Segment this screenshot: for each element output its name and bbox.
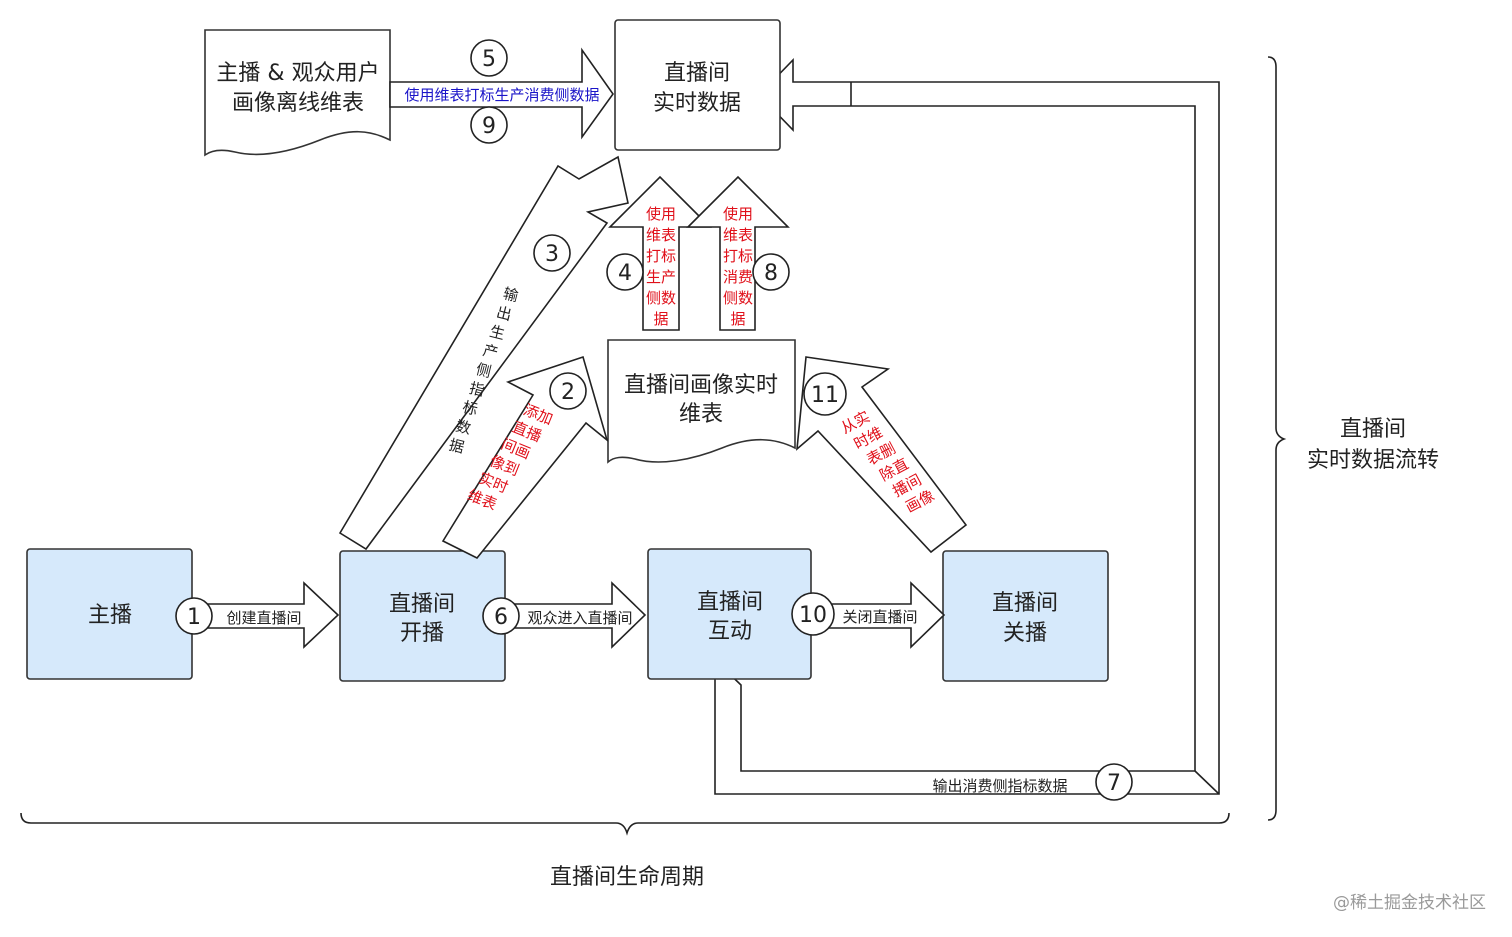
lifecycle-label: 直播间生命周期: [550, 865, 704, 890]
profile-table-label-1: 主播 & 观众用户: [216, 61, 379, 86]
step7-corner-line: [1194, 770, 1220, 795]
svg-text:侧数: 侧数: [646, 289, 676, 307]
step10-label: 关闭直播间: [842, 608, 917, 626]
svg-text:5: 5: [482, 47, 496, 72]
step9-badge: 9: [470, 106, 508, 144]
svg-text:维表: 维表: [723, 226, 753, 244]
room-profile-label-2: 维表: [679, 402, 723, 427]
svg-text:11: 11: [811, 383, 839, 408]
step3-badge: 3: [533, 234, 571, 272]
svg-text:2: 2: [561, 380, 575, 405]
step7-label: 输出消费侧指标数据: [932, 777, 1067, 795]
svg-text:8: 8: [764, 261, 778, 286]
room-close-node: [942, 550, 1109, 682]
step4-arrow: [608, 175, 712, 331]
room-close-label-2: 关播: [1003, 621, 1047, 646]
svg-text:使用: 使用: [646, 205, 676, 223]
profile-table-document: [204, 29, 391, 157]
svg-text:7: 7: [1107, 771, 1121, 796]
realtime-data-label-2: 实时数据: [653, 91, 741, 116]
step11-label: 从实 时维 表删 除直 播间 画像: [838, 407, 938, 516]
svg-text:6: 6: [494, 605, 508, 630]
step6-arrow: [505, 581, 647, 649]
svg-text:指: 指: [467, 379, 486, 400]
svg-text:打标: 打标: [723, 247, 753, 265]
step6-badge: 6: [482, 597, 520, 635]
step2-label: 添加 直播 间画 像到 实时 维表: [465, 401, 556, 514]
step3-label: 输 出 生 产 侧 指 标 数 据: [447, 284, 520, 457]
step6-label: 观众进入直播间: [527, 609, 632, 627]
watermark: @稀土掘金技术社区: [1333, 893, 1486, 913]
step1-badge: 1: [175, 597, 213, 635]
anchor-node-label: 主播: [88, 603, 132, 628]
svg-text:数: 数: [454, 417, 473, 438]
step7-badge: 7: [1095, 763, 1133, 801]
svg-text:据: 据: [653, 310, 668, 328]
room-open-label-2: 开播: [400, 621, 444, 646]
svg-text:9: 9: [482, 114, 496, 139]
step8-label: 使用 维表 打标 消费 侧数 据: [723, 205, 753, 328]
flow-label-1: 直播间: [1340, 417, 1406, 442]
step4-label: 使用 维表 打标 生产 侧数 据: [646, 205, 676, 328]
svg-text:输: 输: [501, 284, 520, 305]
step4-badge: 4: [606, 253, 644, 291]
room-close-label-1: 直播间: [992, 591, 1058, 616]
realtime-data-label-1: 直播间: [664, 61, 730, 86]
svg-text:生: 生: [488, 322, 507, 343]
svg-text:1: 1: [187, 605, 201, 630]
room-open-label-1: 直播间: [389, 592, 455, 617]
step1-arrow: [192, 581, 340, 649]
step1-label: 创建直播间: [226, 609, 301, 627]
svg-text:据: 据: [447, 436, 466, 457]
svg-text:4: 4: [618, 261, 632, 286]
room-profile-label-1: 直播间画像实时: [624, 373, 778, 398]
svg-text:侧: 侧: [474, 360, 493, 381]
svg-text:侧数: 侧数: [723, 289, 753, 307]
room-profile-document: [607, 339, 796, 464]
step5-badge: 5: [470, 39, 508, 77]
step8-arrow: [686, 175, 790, 331]
flow-label-2: 实时数据流转: [1307, 448, 1439, 473]
step8-badge: 8: [752, 253, 790, 291]
svg-text:据: 据: [730, 310, 745, 328]
profile-table-label-2: 画像离线维表: [232, 91, 364, 116]
svg-text:生产: 生产: [646, 268, 676, 286]
step10-badge: 10: [791, 592, 835, 636]
realtime-data-node: [614, 19, 781, 151]
flow-brace: [1267, 56, 1287, 821]
svg-text:使用: 使用: [723, 205, 753, 223]
step11-badge: 11: [803, 372, 847, 416]
svg-text:维表: 维表: [646, 226, 676, 244]
room-interact-label-2: 互动: [708, 619, 752, 644]
step5-9-arrow: [389, 47, 614, 140]
svg-text:3: 3: [545, 242, 559, 267]
lifecycle-brace: [20, 812, 1230, 836]
step5-9-label: 使用维表打标生产消费侧数据: [404, 86, 599, 104]
svg-text:打标: 打标: [646, 247, 676, 265]
room-interact-label-1: 直播间: [697, 590, 763, 615]
svg-text:10: 10: [799, 603, 827, 628]
svg-text:产: 产: [481, 341, 500, 362]
svg-text:出: 出: [495, 303, 514, 324]
svg-text:标: 标: [461, 398, 480, 419]
step2-badge: 2: [549, 372, 587, 410]
svg-text:消费: 消费: [723, 268, 753, 286]
